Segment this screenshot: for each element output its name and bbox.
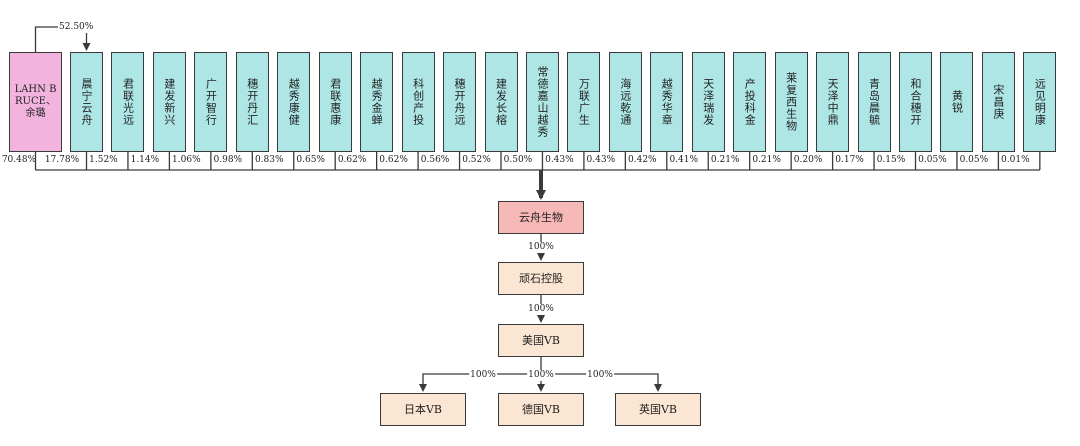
shareholder-box: 万联广生: [567, 52, 601, 152]
entity-jp-vb: 日本VB: [380, 393, 466, 426]
shareholder-box: 晨宁云舟: [70, 52, 103, 152]
shareholder-box: 建发长榕: [484, 52, 518, 152]
control-percentage-label: 52.50%: [58, 22, 95, 33]
shareholder-box: 建发新兴: [152, 52, 186, 152]
shareholder-box: 君联惠康: [318, 52, 352, 152]
arrow-us-uk: [541, 373, 662, 392]
arrow-us-jp: [419, 373, 541, 392]
shareholder-percentage: 0.62%: [337, 155, 367, 165]
shareholder-box: 远见明康: [1023, 52, 1057, 152]
shareholder-box: LAHN BRUCE、余璐: [9, 52, 62, 152]
edge-label-wanshi-us: 100%: [527, 304, 555, 315]
shareholder-box: 越秀华章: [650, 52, 684, 152]
entity-us-vb: 美国VB: [498, 324, 584, 357]
shareholder-percentage: 1.52%: [89, 155, 118, 165]
edge-label-us-jp: 100%: [469, 370, 497, 381]
shareholder-box: 穗开丹汇: [235, 52, 269, 152]
shareholder-box: 海远乾通: [608, 52, 642, 152]
shareholder-percentage: 0.05%: [959, 155, 989, 165]
shareholder-percentage: 17.78%: [44, 155, 80, 165]
shareholder-percentage: 0.20%: [793, 155, 823, 165]
shareholder-box: 广开智行: [194, 52, 228, 152]
shareholder-percentage: 0.21%: [752, 155, 781, 165]
shareholder-box: 青岛晨毓: [857, 52, 891, 152]
shareholder-percentage: 0.01%: [1001, 155, 1030, 165]
shareholder-box: 黄锐: [940, 52, 974, 152]
shareholder-percentage: 0.65%: [296, 155, 325, 165]
edge-label-yunzhou-wanshi: 100%: [527, 242, 555, 253]
shareholder-percentage: 0.83%: [254, 155, 284, 165]
shareholder-percentage: 0.15%: [876, 155, 906, 165]
shareholder-percentage: 0.05%: [918, 155, 947, 165]
shareholder-percentage: 0.42%: [628, 155, 657, 165]
shareholder-box: 宋昌庚: [981, 52, 1015, 152]
shareholder-percentage: 0.98%: [213, 155, 243, 165]
edge-label-us-de: 100%: [527, 370, 555, 381]
shareholder-box: 莱复西生物: [774, 52, 808, 152]
shareholder-percentage: 70.48%: [1, 155, 37, 165]
shareholder-box: 越秀康健: [277, 52, 311, 152]
entity-wanshi: 顽石控股: [498, 262, 584, 295]
shareholder-percentage: 1.06%: [172, 155, 201, 165]
entity-uk-vb: 英国VB: [615, 393, 701, 426]
shareholder-box: 和合穗开: [899, 52, 932, 152]
shareholder-box: 产投科金: [733, 52, 767, 152]
shareholder-percentage: 0.41%: [669, 155, 699, 165]
shareholder-percentage: 0.17%: [835, 155, 864, 165]
shareholder-box: 越秀金蝉: [360, 52, 394, 152]
shareholder-box: 常德嘉山越秀: [525, 52, 559, 152]
shareholder-percentage: 0.62%: [379, 155, 408, 165]
shareholder-percentage: 0.56%: [420, 155, 450, 165]
shareholder-percentage: 0.43%: [545, 155, 574, 165]
shareholder-percentage: 0.21%: [710, 155, 740, 165]
edge-label-us-uk: 100%: [586, 370, 614, 381]
shareholder-percentage: 0.52%: [462, 155, 491, 165]
shareholder-box: 穗开舟远: [443, 52, 477, 152]
shareholder-box: 君联光远: [111, 52, 145, 152]
entity-yunzhou: 云舟生物: [498, 201, 584, 234]
shareholder-percentage: 0.50%: [503, 155, 533, 165]
shareholder-percentage: 0.43%: [586, 155, 616, 165]
shareholder-percentage: 1.14%: [130, 155, 160, 165]
shareholder-box: 天泽中鼎: [816, 52, 850, 152]
shareholder-box: 天泽瑞发: [691, 52, 725, 152]
shareholder-box: 科创产投: [401, 52, 435, 152]
entity-de-vb: 德国VB: [498, 393, 584, 426]
